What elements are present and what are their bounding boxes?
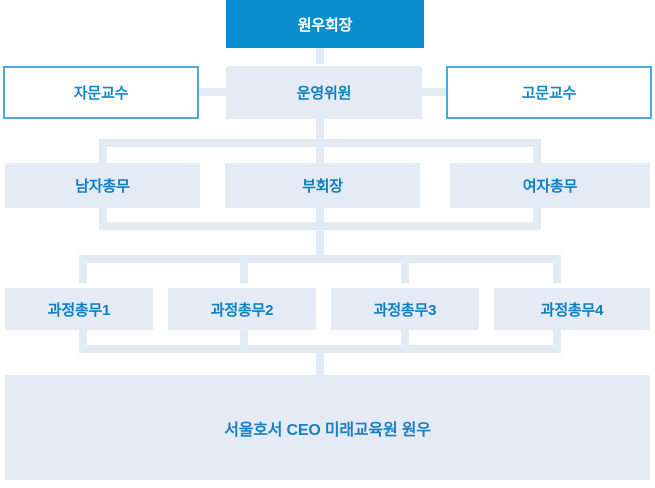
node-honorary-professor[interactable]: 고문교수 — [446, 66, 652, 119]
node-vice-chairman[interactable]: 부회장 — [225, 163, 420, 208]
connector-level3-stem-center — [316, 139, 324, 163]
connector-committee-drop — [316, 119, 324, 146]
node-steering-committee-label: 운영위원 — [296, 85, 352, 102]
connector-level4-riser-4 — [553, 327, 561, 353]
connector-level3-stem-left — [99, 139, 107, 163]
connector-level4-stem-1 — [79, 255, 87, 283]
connector-level3-riser-left — [99, 205, 107, 229]
connector-level3-riser-right — [533, 205, 541, 229]
node-course-affairs-1[interactable]: 과정총무1 — [5, 288, 153, 330]
node-course-affairs-4-label: 과정총무4 — [540, 301, 604, 319]
node-course-affairs-1-label: 과정총무1 — [47, 301, 111, 319]
node-course-affairs-3[interactable]: 과정총무3 — [331, 288, 479, 330]
node-vice-chairman-label: 부회장 — [302, 178, 343, 195]
connector-chairman-to-committee — [316, 48, 324, 64]
node-female-general-affairs[interactable]: 여자총무 — [450, 163, 650, 208]
connector-level4-stem-4 — [553, 255, 561, 283]
connector-level3-riser-center — [316, 205, 324, 255]
node-course-affairs-4[interactable]: 과정총무4 — [494, 288, 650, 330]
connector-level3-stem-right — [533, 139, 541, 163]
connector-committee-to-advisor-right — [418, 88, 448, 96]
node-advisory-professor-label: 자문교수 — [73, 85, 129, 102]
connector-level4-busbar — [79, 255, 561, 263]
node-male-general-affairs[interactable]: 남자총무 — [5, 163, 200, 208]
connector-level4-stem-2 — [240, 255, 248, 283]
node-course-affairs-2-label: 과정총무2 — [210, 301, 274, 319]
connector-level4-riser-3 — [401, 327, 409, 353]
node-chairman[interactable]: 원우회장 — [226, 0, 424, 48]
connector-banner-drop — [316, 345, 324, 375]
connector-committee-to-advisor-left — [199, 88, 229, 96]
node-advisory-professor[interactable]: 자문교수 — [3, 66, 199, 119]
node-course-affairs-3-label: 과정총무3 — [373, 301, 437, 319]
node-female-general-affairs-label: 여자총무 — [522, 178, 578, 195]
node-male-general-affairs-label: 남자총무 — [75, 178, 130, 195]
node-student-body-label: 서울호서 CEO 미래교육원 원우 — [224, 421, 431, 439]
connector-level4-riser-2 — [240, 327, 248, 353]
connector-level4-stem-3 — [401, 255, 409, 283]
connector-level4-riser-1 — [79, 327, 87, 353]
node-course-affairs-2[interactable]: 과정총무2 — [168, 288, 316, 330]
node-chairman-label: 원우회장 — [297, 16, 353, 34]
node-steering-committee[interactable]: 운영위원 — [226, 66, 422, 119]
connector-level3-merge-bar — [99, 222, 541, 230]
node-student-body[interactable]: 서울호서 CEO 미래교육원 원우 — [5, 375, 650, 480]
node-honorary-professor-label: 고문교수 — [521, 85, 577, 102]
